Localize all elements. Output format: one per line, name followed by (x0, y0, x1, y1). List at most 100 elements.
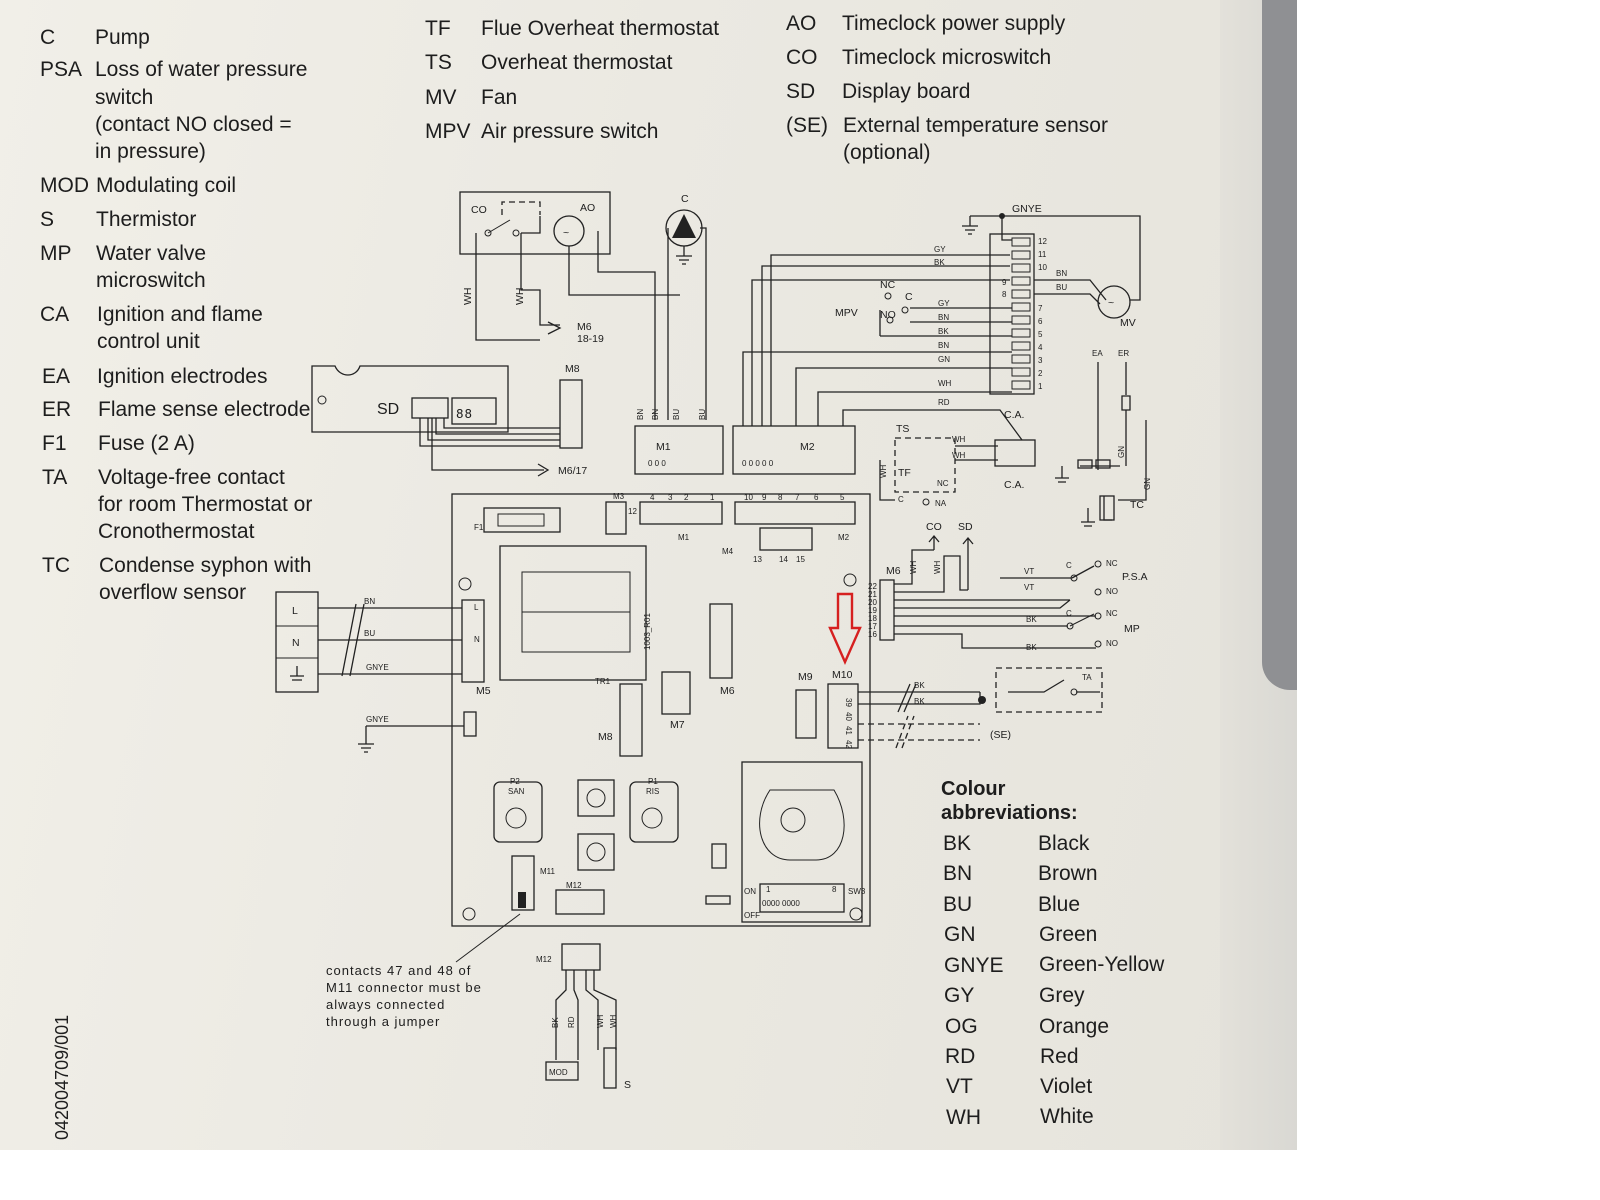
se-dashed-wires (858, 723, 980, 741)
legend-middle: TF Flue Overheat thermostat TS Overheat … (425, 17, 719, 143)
note-line: M11 connector must be (326, 980, 482, 995)
ta-contact (1070, 688, 1078, 696)
m1-connector: M1 BN BN BU BU 0 0 0 (634, 409, 724, 475)
legend-code: MP (40, 242, 72, 265)
legend-text: Thermistor (96, 208, 196, 231)
pin-number: 11 (1038, 250, 1047, 259)
legend-code: TS (425, 51, 452, 74)
wh-wire-label: WH (933, 560, 942, 574)
background-object (1262, 0, 1297, 690)
legend-text: (optional) (843, 141, 931, 164)
m10-label: M10 (832, 669, 853, 681)
c-label: C (1066, 609, 1072, 618)
legend-text: overflow sensor (99, 581, 246, 604)
wh-wire-label: WH (514, 288, 526, 306)
trimmer-knob (586, 788, 606, 808)
colour-code: OG (945, 1015, 978, 1038)
pin-number: 6 (814, 493, 819, 502)
ta-switch (1008, 679, 1100, 693)
colour-abbreviations: Colour abbreviations: BK Black BN Brown … (941, 778, 1165, 1129)
gnye-wire (970, 215, 1141, 301)
bu-wire-label: BU (1056, 283, 1067, 292)
mpv-contact (901, 306, 909, 314)
pin-number: 10 (1038, 263, 1047, 272)
er-terminal (1095, 459, 1111, 469)
no-label: NO (1106, 639, 1118, 648)
m5-connector (461, 599, 485, 683)
pin-number: 13 (753, 555, 762, 564)
se-break-marks (895, 715, 915, 749)
m1-label: M1 (656, 441, 671, 453)
bn-wire-label: BN (938, 341, 949, 350)
m1-board-connector (639, 501, 723, 525)
document-number: 042004709/001 (52, 1015, 72, 1140)
dip-one-label: 1 (766, 885, 771, 894)
colour-code: BN (943, 862, 972, 885)
ca-label: C.A. (1004, 479, 1024, 491)
colour-name: Blue (1038, 893, 1080, 916)
m6-board-label: M6 (720, 685, 735, 697)
legend-code: TF (425, 17, 451, 40)
pin-column-outline (989, 233, 1035, 395)
m8-connector-top (559, 379, 583, 449)
colour-name: Green (1039, 923, 1097, 946)
ground-terminal (463, 711, 477, 737)
potentiometer-p1: P1 RIS (629, 777, 679, 843)
fan-motor-icon (1097, 285, 1131, 319)
c-label: C (1066, 561, 1072, 570)
earth-icon (290, 666, 304, 681)
fuse-holder (483, 507, 561, 533)
colour-name: Orange (1039, 1015, 1109, 1038)
colour-name: White (1040, 1105, 1094, 1128)
colour-name: Red (1040, 1045, 1079, 1068)
gn-wire-label: GN (1143, 478, 1152, 490)
wh-wire-label: WH (609, 1014, 618, 1028)
bu-wire-label: BU (698, 409, 707, 420)
mod-label: MOD (549, 1068, 568, 1077)
gnye-wire-label: GNYE (366, 663, 389, 672)
m12-label: M12 (536, 955, 552, 964)
m1-pins: 0 0 0 (648, 459, 666, 468)
pump-label: C (681, 193, 689, 205)
bn-wire-label: BN (938, 313, 949, 322)
potentiometer-p2: P2 SAN (493, 777, 543, 843)
legend-code: ER (42, 398, 71, 421)
p1-label: P1 (648, 777, 658, 786)
psa-label: P.S.A (1122, 571, 1148, 583)
pin-number: 41 (844, 726, 853, 735)
mpv-wires (879, 307, 1012, 337)
pin-column-pins (1011, 237, 1031, 390)
cable-break-marks (897, 683, 917, 713)
tr1-label: TR1 (595, 677, 611, 686)
pin-number: 9 (1002, 278, 1007, 287)
note-line: through a jumper (326, 1014, 440, 1029)
m6-17-label: M6/17 (558, 465, 587, 477)
ts-tf-group: TS TF WH WH NC C NA WH C.A. C.A. (879, 409, 1036, 508)
mp-contact (1066, 622, 1074, 630)
m6-label: M6 (886, 565, 901, 577)
vt-wire-label: VT (1024, 567, 1034, 576)
wh-wire-label: WH (952, 435, 966, 444)
legend-text: Flue Overheat thermostat (481, 17, 719, 40)
fan-wires (1034, 279, 1107, 305)
m2-outline (732, 425, 856, 475)
m4-connector (759, 527, 813, 551)
ca-label: C.A. (1004, 409, 1024, 421)
pin-number: 10 (744, 493, 753, 502)
co-dashed-link (501, 201, 541, 215)
m3-label: M3 (613, 492, 625, 501)
colour-code: BK (943, 832, 971, 855)
tc-sensor (1099, 495, 1115, 521)
m11-jumper (518, 892, 526, 908)
m6-right-connector (879, 579, 895, 641)
mains-l-label: L (292, 605, 298, 617)
gnye-wire-label: GNYE (366, 715, 389, 724)
earth-icon (1081, 508, 1095, 527)
dip-on-label: ON (744, 887, 756, 896)
legend-text: (contact NO closed = (95, 113, 292, 136)
rd-wire-label: RD (938, 398, 950, 407)
transformer (499, 545, 647, 681)
pin-number: 16 (868, 630, 877, 639)
c-label: C (905, 291, 913, 303)
co-contact (484, 229, 492, 237)
